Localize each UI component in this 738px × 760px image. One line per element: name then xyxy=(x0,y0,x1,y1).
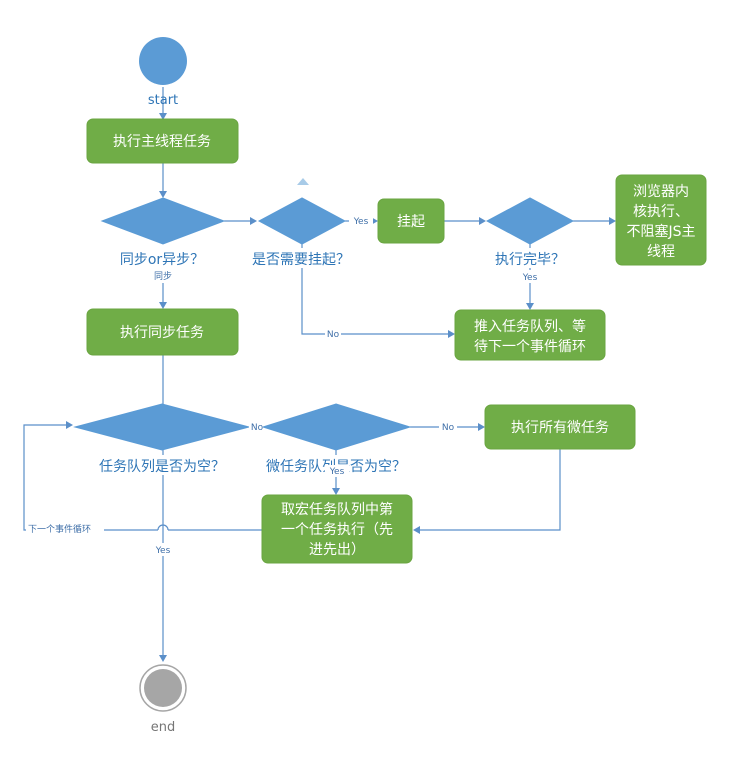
sync-task-box xyxy=(86,308,239,356)
sync-async-diamond xyxy=(100,197,226,245)
edge-micro-macro xyxy=(420,449,561,531)
arrowhead xyxy=(526,303,534,310)
start-node xyxy=(139,37,187,85)
need-suspend-question: 是否需要挂起？ xyxy=(252,252,350,268)
browser-kernel-line-4: 线程 xyxy=(647,244,675,260)
suspend-label: 挂起 xyxy=(397,214,425,230)
main-task-box xyxy=(86,118,239,164)
end-node xyxy=(144,669,182,707)
label-bg xyxy=(26,522,104,535)
take-macro-line-1: 取宏任务队列中第 xyxy=(281,501,393,518)
micro-empty-diamond xyxy=(261,403,412,451)
label-bg xyxy=(349,214,373,227)
sync-task-label: 执行同步任务 xyxy=(120,325,204,341)
label-bg xyxy=(518,270,542,283)
label-bg xyxy=(150,543,176,556)
arrowhead xyxy=(479,217,486,225)
arrowhead xyxy=(159,302,167,309)
small-triangle-icon xyxy=(297,178,309,185)
arrowhead xyxy=(448,330,455,338)
exec-micro-box xyxy=(484,404,636,450)
exec-done-diamond xyxy=(485,197,575,245)
edge-label-no-micro: No xyxy=(442,423,455,433)
label-bg xyxy=(488,248,572,268)
edge-label-yes-micro: Yes xyxy=(329,467,345,477)
edge-label-yes-suspend: Yes xyxy=(353,217,369,227)
label-bg xyxy=(88,455,236,475)
need-suspend-diamond xyxy=(257,197,347,245)
label-bg xyxy=(439,421,457,434)
edge-label-next-loop: 下一个事件循环 xyxy=(28,523,91,535)
edge-label-yes-queue: Yes xyxy=(155,546,171,556)
arrowhead xyxy=(478,423,485,431)
main-task-label: 执行主线程任务 xyxy=(113,134,211,150)
take-macro-box xyxy=(261,494,413,564)
exec-micro-label: 执行所有微任务 xyxy=(511,420,609,436)
arrowhead xyxy=(413,526,420,534)
push-queue-line-1: 推入任务队列、等 xyxy=(474,318,586,335)
queue-empty-diamond xyxy=(73,403,251,451)
label-bg xyxy=(110,248,216,268)
edge-no-suspend xyxy=(301,244,448,335)
arrowhead xyxy=(250,217,257,225)
edge-label-sync: 同步 xyxy=(154,271,172,282)
exec-done-question: 执行完毕？ xyxy=(495,252,565,268)
label-bg xyxy=(240,248,362,268)
arrowhead xyxy=(66,421,73,429)
label-bg xyxy=(325,465,349,477)
sync-async-question: 同步or异步？ xyxy=(120,252,204,268)
arrowhead xyxy=(159,191,167,198)
push-queue-line-2: 待下一个事件循环 xyxy=(474,339,586,355)
end-label: end xyxy=(151,720,176,735)
take-macro-line-2: 一个任务执行（先 xyxy=(281,522,393,538)
label-bg xyxy=(325,328,341,341)
push-queue-box xyxy=(454,309,606,361)
connectors xyxy=(23,87,616,662)
edge-label-no-queue: No xyxy=(251,423,264,433)
edge-label-yes-done: Yes xyxy=(522,273,538,283)
queue-empty-question: 任务队列是否为空？ xyxy=(99,459,225,475)
start-label: start xyxy=(148,93,178,108)
browser-kernel-line-1: 浏览器内 xyxy=(633,184,689,200)
browser-kernel-line-3: 不阻塞JS主 xyxy=(626,223,695,240)
edge-label-no-suspend: No xyxy=(327,330,340,340)
arrowhead xyxy=(609,217,616,225)
arrowhead xyxy=(332,488,340,495)
browser-kernel-box xyxy=(615,174,707,266)
browser-kernel-line-2: 核执行、 xyxy=(633,204,689,220)
take-macro-line-3: 进先出） xyxy=(309,542,365,558)
label-bg xyxy=(148,269,178,282)
arrowhead xyxy=(159,655,167,662)
arrowhead xyxy=(159,113,167,120)
suspend-box xyxy=(377,198,445,244)
label-bg xyxy=(249,421,263,434)
